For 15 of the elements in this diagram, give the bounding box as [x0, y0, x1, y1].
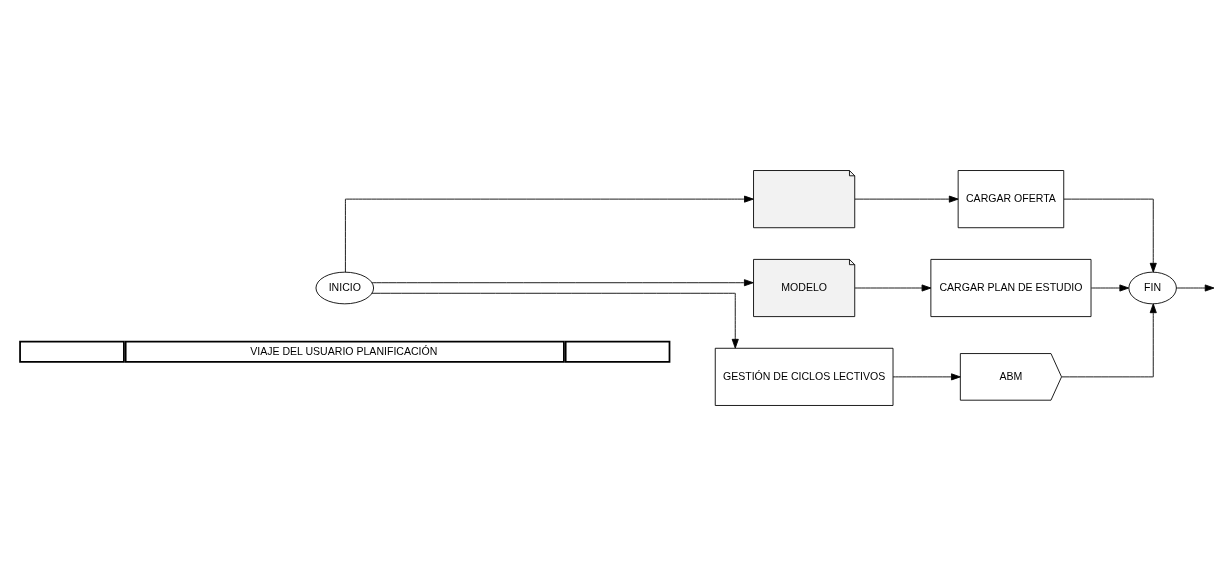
node-ellipse: INICIO	[315, 271, 375, 305]
node-box: GESTIÓN DE CICLOS LECTIVOS	[714, 347, 894, 406]
arrow	[371, 279, 754, 287]
node-box: CARGAR PLAN DE ESTUDIO	[930, 258, 1092, 318]
arrow	[854, 284, 932, 292]
arrow	[854, 195, 959, 203]
arrow	[1175, 284, 1215, 292]
arrow	[1061, 303, 1157, 378]
node-box: CARGAR OFERTA	[957, 170, 1065, 229]
node-ellipse: FIN	[1128, 271, 1177, 305]
arrow	[1090, 284, 1130, 292]
arrow	[892, 373, 961, 381]
arrow	[371, 292, 739, 349]
arrow	[1063, 198, 1157, 273]
arrow	[345, 195, 754, 273]
